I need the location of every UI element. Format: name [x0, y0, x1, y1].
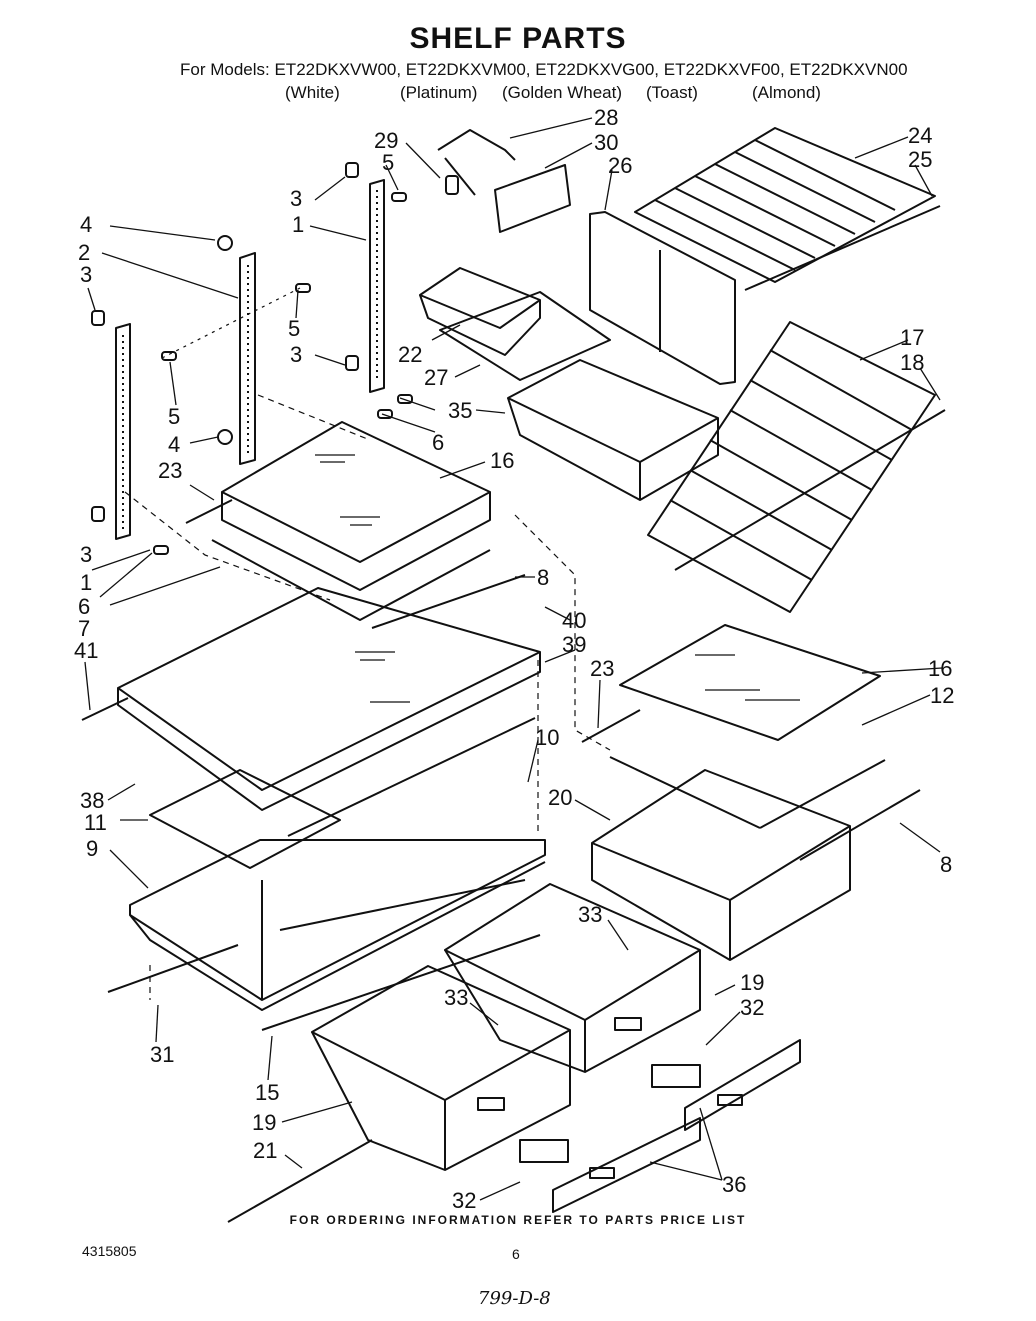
callout-4b: 4 — [168, 432, 180, 457]
callout-23a: 23 — [158, 458, 182, 483]
drawer-handle-front — [552, 1117, 701, 1213]
callout-3d: 3 — [80, 542, 92, 567]
callout-15: 15 — [255, 1080, 279, 1105]
callout-3c: 3 — [290, 342, 302, 367]
callout-16b: 16 — [928, 656, 952, 681]
callout-28: 28 — [594, 105, 618, 130]
callout-10: 10 — [535, 725, 559, 750]
drawer-trim-21 — [227, 1139, 373, 1223]
callout-8a: 8 — [537, 565, 549, 590]
callout-9: 9 — [86, 836, 98, 861]
callout-6b: 6 — [78, 594, 90, 619]
callout-6a: 6 — [432, 430, 444, 455]
callout-3b: 3 — [80, 262, 92, 287]
callout-36: 36 — [722, 1172, 746, 1197]
right-rail — [369, 179, 385, 393]
wire-shelf-upper — [634, 127, 941, 291]
glass-shelf-upper-glints — [315, 454, 380, 526]
callout-8b: 8 — [940, 852, 952, 877]
cover-30 — [494, 164, 571, 233]
callout-4a: 4 — [80, 212, 92, 237]
handwritten-reference: 799-D-8 — [478, 1288, 551, 1309]
leader-lines — [84, 117, 943, 1201]
callout-31: 31 — [150, 1042, 174, 1067]
callout-23b: 23 — [590, 656, 614, 681]
shelf-frame-26 — [589, 211, 736, 385]
callout-12: 12 — [930, 683, 954, 708]
shelf-trim-8-lower — [799, 789, 921, 861]
callout-5a: 5 — [382, 150, 394, 175]
callout-17: 17 — [900, 325, 924, 350]
glass-shelf-upper — [185, 421, 491, 621]
callout-32b: 32 — [452, 1188, 476, 1213]
crisper-slide-31 — [107, 944, 239, 993]
left-rail-front — [115, 323, 131, 540]
callout-27: 27 — [424, 365, 448, 390]
callout-16a: 16 — [490, 448, 514, 473]
page-number: 6 — [512, 1246, 520, 1262]
callout-18: 18 — [900, 350, 924, 375]
color-golden-wheat: (Golden Wheat) — [502, 83, 622, 102]
callout-40: 40 — [562, 608, 586, 633]
handle-28 — [437, 129, 516, 196]
screw-29 — [445, 175, 459, 195]
shelf-trim-8-upper — [371, 574, 526, 629]
callout-7: 7 — [78, 616, 90, 641]
ordering-note: FOR ORDERING INFORMATION REFER TO PARTS … — [289, 1213, 747, 1227]
callout-32a: 32 — [740, 995, 764, 1020]
callout-21: 21 — [253, 1138, 277, 1163]
callout-33a: 33 — [578, 902, 602, 927]
callout-41: 41 — [74, 638, 98, 663]
callout-26: 26 — [608, 153, 632, 178]
wire-shelf-lower — [647, 321, 946, 613]
callout-11: 11 — [84, 810, 107, 835]
color-toast: (Toast) — [646, 83, 698, 102]
callout-labels: 1 1 2 3 3 3 3 4 4 5 5 5 6 6 7 8 8 9 10 1… — [74, 105, 954, 1213]
glass-shelf-right — [581, 624, 886, 829]
color-platinum: (Platinum) — [400, 83, 478, 102]
callout-35: 35 — [448, 398, 472, 423]
callout-3a: 3 — [290, 186, 302, 211]
ice-tray — [419, 267, 541, 356]
left-rail-rear — [239, 252, 256, 465]
color-almond: (Almond) — [752, 83, 821, 102]
page-title: SHELF PARTS — [409, 22, 627, 55]
callout-1a: 1 — [292, 212, 304, 237]
callout-20: 20 — [548, 785, 572, 810]
color-white: (White) — [285, 83, 340, 102]
callout-5c: 5 — [168, 404, 180, 429]
callout-33b: 33 — [444, 985, 468, 1010]
rail-clips — [91, 162, 413, 555]
callout-39: 39 — [562, 632, 586, 657]
callout-30: 30 — [594, 130, 618, 155]
document-number: 4315805 — [82, 1243, 137, 1259]
callout-25: 25 — [908, 147, 932, 172]
drawer-handle-rear — [684, 1039, 801, 1131]
callout-29: 29 — [374, 128, 398, 153]
tray-support — [439, 291, 611, 381]
glass-shelf-right-glints — [695, 654, 800, 701]
callout-19b: 19 — [252, 1110, 276, 1135]
callout-5b: 5 — [288, 316, 300, 341]
crisper-cover — [149, 769, 341, 869]
glass-shelf-large-glints — [355, 651, 410, 703]
callout-1b: 1 — [80, 570, 92, 595]
callout-24: 24 — [908, 123, 932, 148]
models-line: For Models: ET22DKXVW00, ET22DKXVM00, ET… — [180, 60, 908, 79]
bin-35 — [507, 359, 719, 501]
assembly-lines — [124, 394, 611, 1000]
callout-22: 22 — [398, 342, 422, 367]
crisper-drawer-left — [311, 965, 571, 1171]
callout-2: 2 — [78, 240, 90, 265]
crisper-drawer-right — [444, 883, 701, 1073]
handle-inserts — [519, 1064, 701, 1163]
callout-19a: 19 — [740, 970, 764, 995]
callout-38: 38 — [80, 788, 104, 813]
meat-pan — [591, 769, 851, 961]
glass-shelf-large — [81, 587, 541, 837]
crisper-frame — [129, 839, 546, 1011]
